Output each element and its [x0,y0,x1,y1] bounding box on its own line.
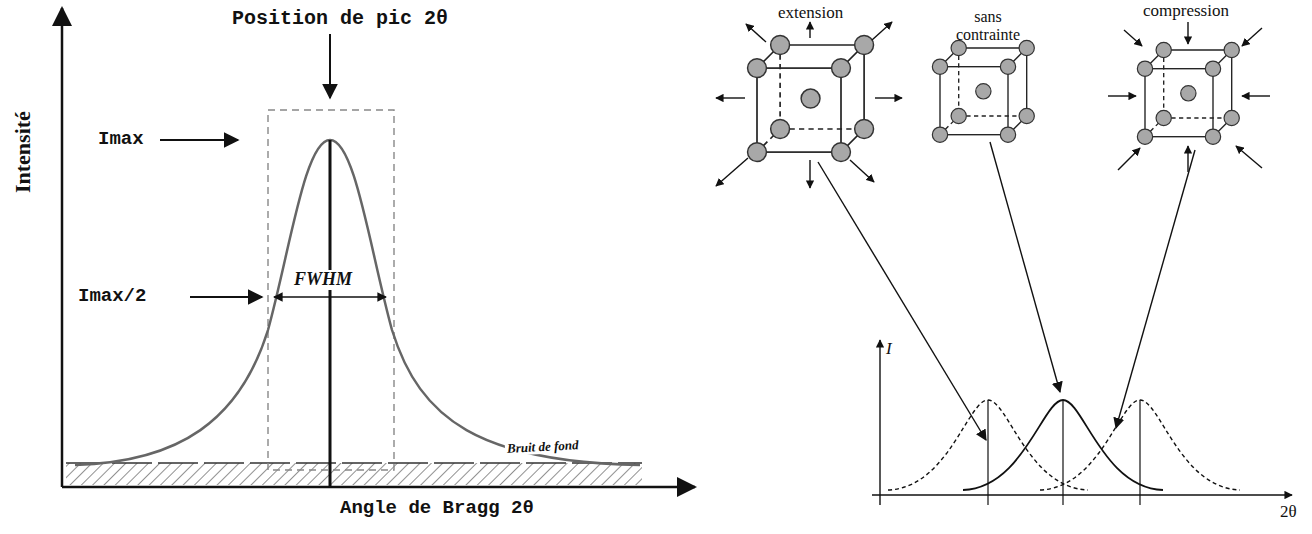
half-intensity-label: Imax/2 [78,286,146,307]
axis-title: Angle de Bragg 2θ [340,498,534,519]
axis-title: 2θ [1280,503,1297,522]
fwhm-label: FWHM [292,270,354,290]
peak-position-label: Position de pic 2θ [232,8,448,30]
axis-title: I [886,340,892,359]
background-noise-label: Bruit de fond [505,438,581,456]
state-label: compression [1143,2,1229,21]
axis-title: Intensité [11,97,35,207]
state-label: sans contrainte [948,8,1028,43]
state-label: extension [778,4,843,23]
max-intensity-label: Imax [98,129,144,150]
